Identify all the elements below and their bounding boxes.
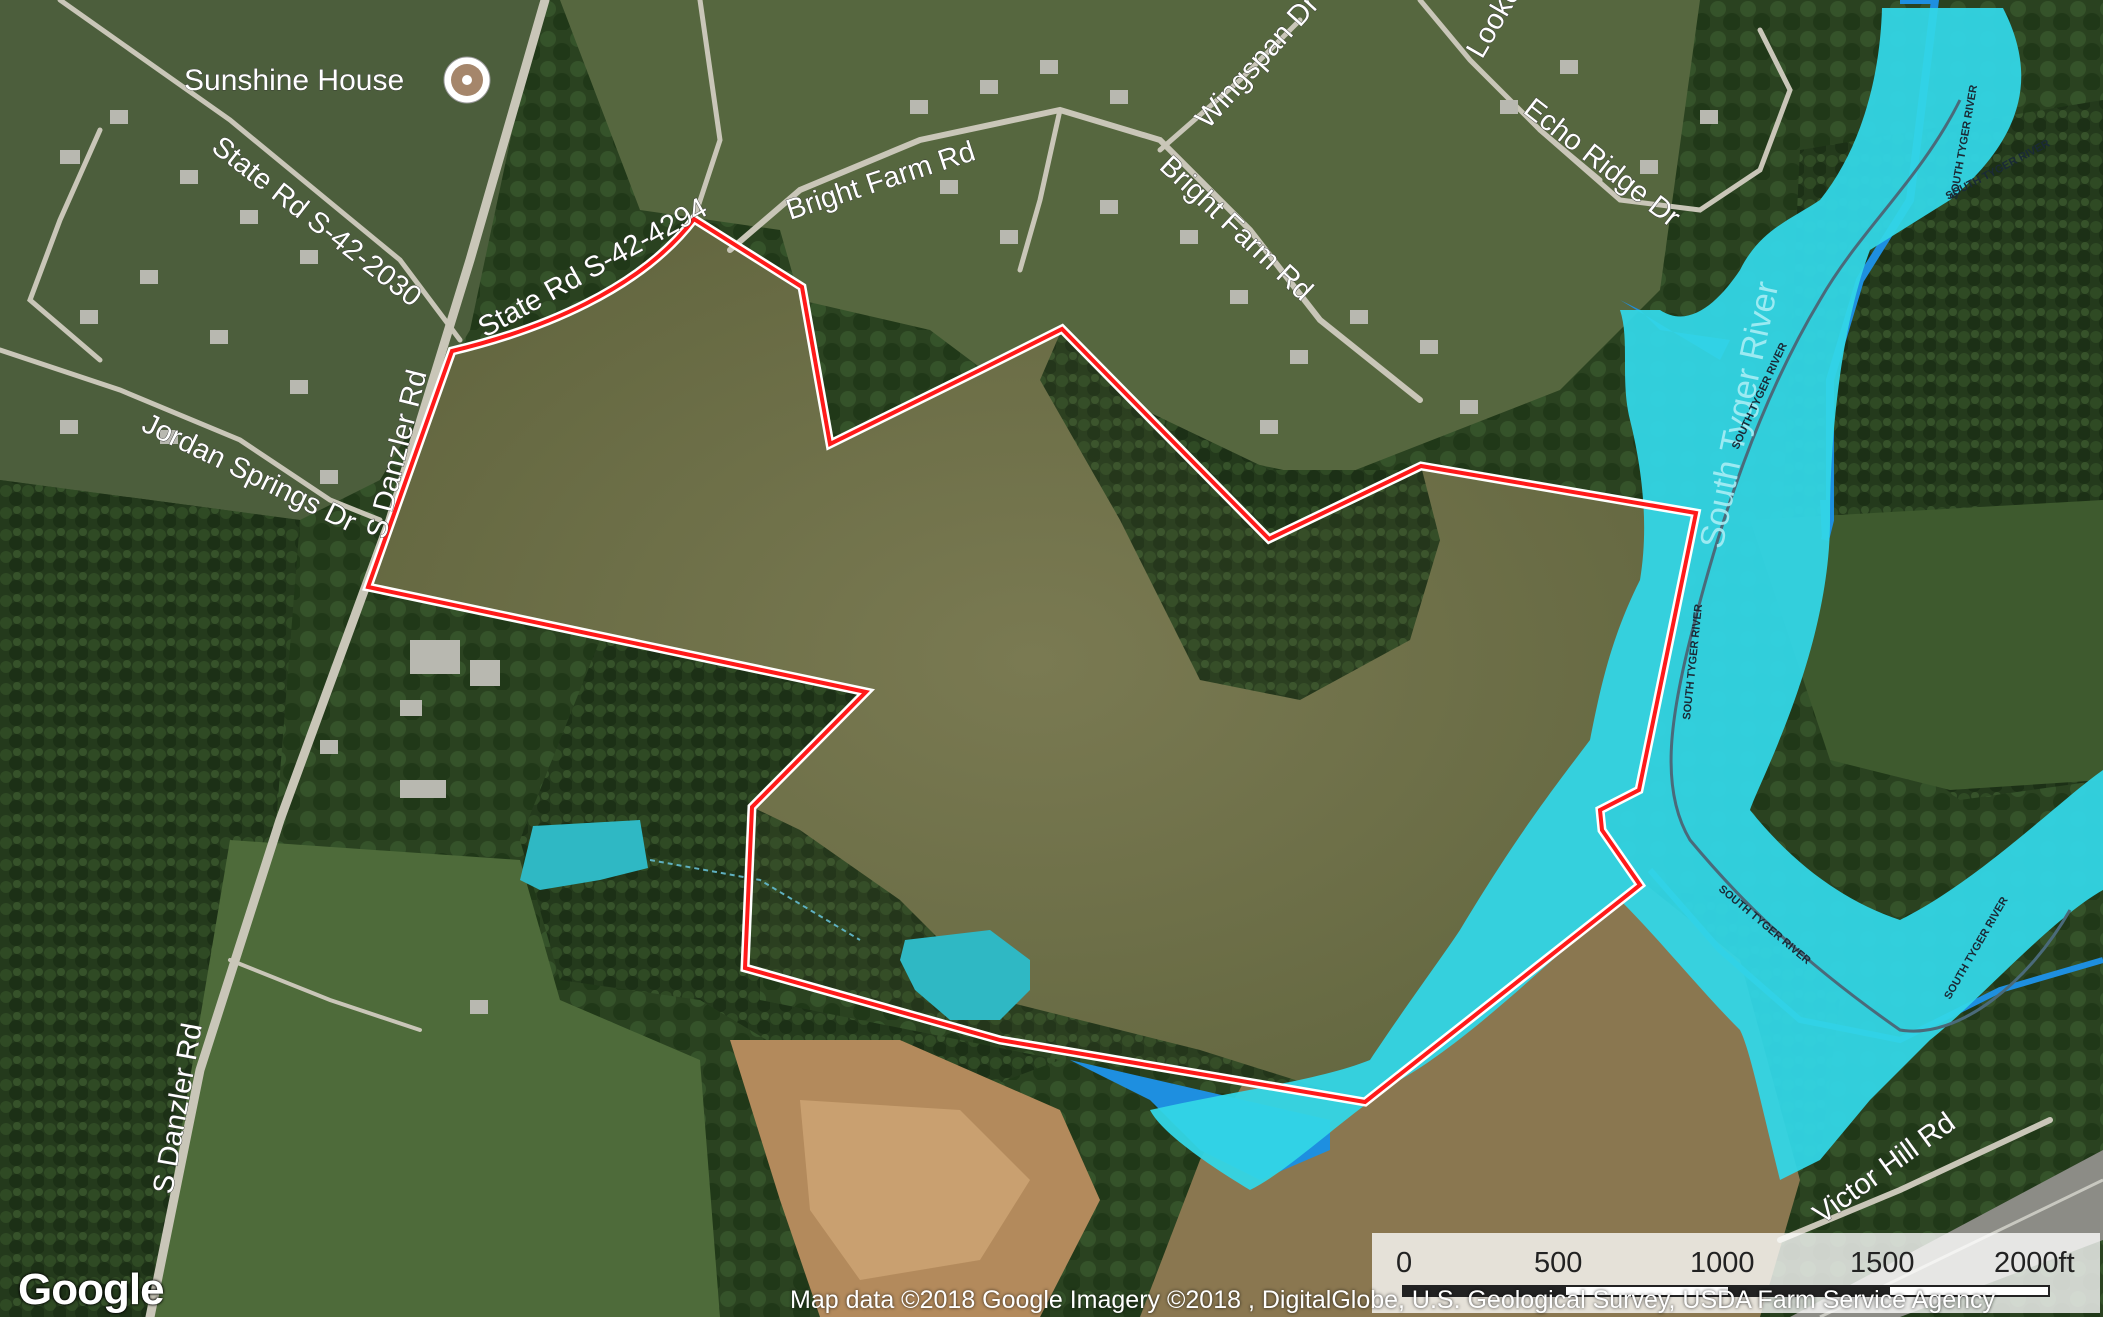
parcel-field [368, 219, 1696, 1102]
pond-center [900, 930, 1030, 1020]
residential-area-nw [0, 0, 540, 520]
scale-label-500: 500 [1534, 1247, 1583, 1279]
roads [0, 0, 2053, 1317]
scale-label-1500: 1500 [1850, 1247, 1915, 1279]
pasture-southwest [150, 840, 720, 1317]
parcel-boundary-red [365, 216, 1699, 1105]
scale-label-2000ft: 2000ft [1994, 1247, 2075, 1279]
scale-ruler [1402, 1285, 2050, 1297]
road-victor-hill [1777, 1117, 2053, 1243]
google-logo: Google [18, 1265, 165, 1314]
forest-patch-west [0, 480, 300, 1317]
quarry-pit [800, 1100, 1030, 1280]
poi-sunshine-house[interactable]: Sunshine House [184, 56, 491, 104]
houses [60, 60, 1718, 1014]
cleared-land-se [1140, 880, 1800, 1317]
road-jordan-springs [0, 347, 383, 523]
road-wingspan [1157, 17, 1303, 153]
river-centerline [1669, 99, 2072, 1033]
road-state-4294 [691, 0, 723, 222]
scale-label-0: 0 [1396, 1247, 1413, 1279]
road-echo-ridge [1537, 27, 1793, 213]
scale-label-1000: 1000 [1690, 1247, 1755, 1279]
road-s-danzler [145, 0, 550, 1317]
residential-area-n [560, 0, 1700, 480]
poi-label: Sunshine House [184, 64, 404, 97]
pond-stream [649, 859, 861, 941]
forest-patch-south [520, 640, 1060, 1120]
road-farm-track [228, 958, 422, 1032]
road-nw-cul-de-sac [27, 127, 103, 363]
scale-bar: 0 500 1000 1500 2000ft [1372, 1233, 2100, 1313]
road-bright-farm [727, 106, 1423, 403]
floodplain-zone [1150, 8, 2103, 1190]
pond-west [520, 820, 648, 890]
map-attribution: Map data ©2018 Google Imagery ©2018 , Di… [790, 1286, 1996, 1314]
parcel-forest-south [745, 807, 1365, 1102]
road-bright-farm-loop [1017, 107, 1063, 273]
road-state-2030 [57, 0, 463, 343]
floodway-zone [1070, 300, 1832, 1180]
pasture-east [1750, 500, 2103, 790]
